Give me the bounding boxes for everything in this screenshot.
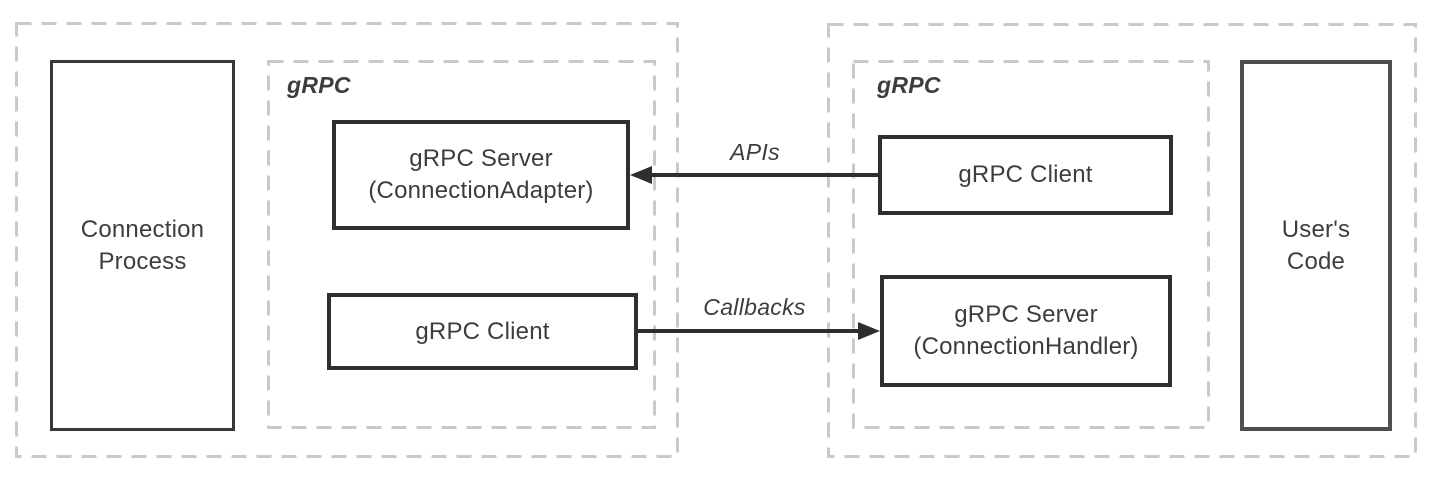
left-grpc-container-label: gRPC xyxy=(287,72,351,98)
arrowhead-right-icon xyxy=(858,322,880,340)
grpc-server-connection-handler-box: gRPC Server (ConnectionHandler) xyxy=(880,275,1172,387)
connection-process-box: Connection Process xyxy=(50,60,235,431)
apis-arrow-label: APIs xyxy=(730,139,780,165)
apis-arrow-line xyxy=(650,173,878,177)
left-grpc-client-label: gRPC Client xyxy=(415,317,550,345)
right-grpc-container-label: gRPC xyxy=(877,72,941,98)
grpc-server-connection-adapter-label: gRPC Server (ConnectionAdapter) xyxy=(368,145,594,204)
users-code-label: User's Code xyxy=(1281,215,1351,275)
callbacks-arrow-label: Callbacks xyxy=(703,294,806,320)
grpc-server-connection-handler-label: gRPC Server (ConnectionHandler) xyxy=(913,301,1139,360)
callbacks-arrow-line xyxy=(638,329,858,333)
left-grpc-client-box: gRPC Client xyxy=(327,293,638,370)
grpc-server-connection-adapter-box: gRPC Server (ConnectionAdapter) xyxy=(332,120,630,230)
connection-process-label: Connection Process xyxy=(80,215,205,275)
left-grpc-container-outline xyxy=(267,60,656,429)
right-grpc-client-label: gRPC Client xyxy=(958,161,1093,189)
arrowhead-left-icon xyxy=(630,166,652,184)
right-grpc-client-box: gRPC Client xyxy=(878,135,1173,215)
users-code-box: User's Code xyxy=(1240,60,1392,431)
